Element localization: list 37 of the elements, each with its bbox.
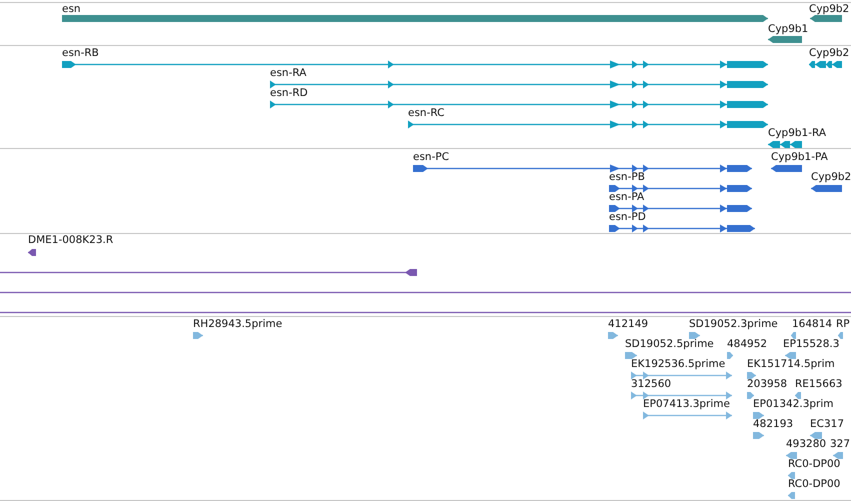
feature-label: 312560 bbox=[631, 378, 672, 391]
feature-label: esn-RA bbox=[270, 67, 306, 80]
feature-label: EP07413.3prime bbox=[643, 398, 730, 411]
feature-label: SD19052.5prime bbox=[625, 338, 714, 351]
feature-label: 493280 bbox=[786, 438, 826, 451]
feature-label: EC317 bbox=[810, 418, 844, 431]
feature-label: esn-RC bbox=[408, 107, 444, 120]
feature-label: RP bbox=[836, 318, 850, 331]
feature-label: 482193 bbox=[753, 418, 794, 431]
feature-label: Cyp9b1-RA bbox=[768, 127, 826, 140]
feature-label: Cyp9b1-PA bbox=[771, 151, 828, 164]
feature-label: RC0-DP00 bbox=[788, 478, 840, 491]
feature-label: RH28943.5prime bbox=[193, 318, 282, 331]
feature-label: 412149 bbox=[608, 318, 648, 331]
feature-label: Cyp9b1 bbox=[768, 23, 808, 36]
feature-label: esn-RB bbox=[62, 47, 99, 60]
feature-label: 164814 bbox=[792, 318, 832, 331]
feature-label: DME1-008K23.R bbox=[28, 234, 114, 247]
feature-label: Cyp9b2 bbox=[809, 3, 850, 16]
feature-label: esn-PA bbox=[609, 191, 644, 204]
feature-label: EP15528.3 bbox=[783, 338, 840, 351]
feature-label: esn bbox=[62, 3, 81, 16]
feature-label: Cyp9b2 bbox=[811, 171, 851, 184]
feature-label: esn-PC bbox=[413, 151, 450, 164]
feature-label: 484952 bbox=[727, 338, 768, 351]
feature-label: EK192536.5prime bbox=[631, 358, 726, 371]
feature-label: SD19052.3prime bbox=[689, 318, 778, 331]
feature-label: esn-PB bbox=[609, 171, 645, 184]
feature-label: EP01342.3prim bbox=[753, 398, 834, 411]
feature-label: esn-PD bbox=[609, 211, 646, 224]
feature-label: Cyp9b2 bbox=[809, 47, 850, 60]
feature-label: esn-RD bbox=[270, 87, 308, 100]
feature-label: 327 bbox=[830, 438, 850, 451]
feature-label: RE15663 bbox=[795, 378, 842, 391]
feature-label: RC0-DP00 bbox=[788, 458, 840, 471]
feature-label: 203958 bbox=[747, 378, 788, 391]
feature-label: EK151714.5prim bbox=[747, 358, 835, 371]
